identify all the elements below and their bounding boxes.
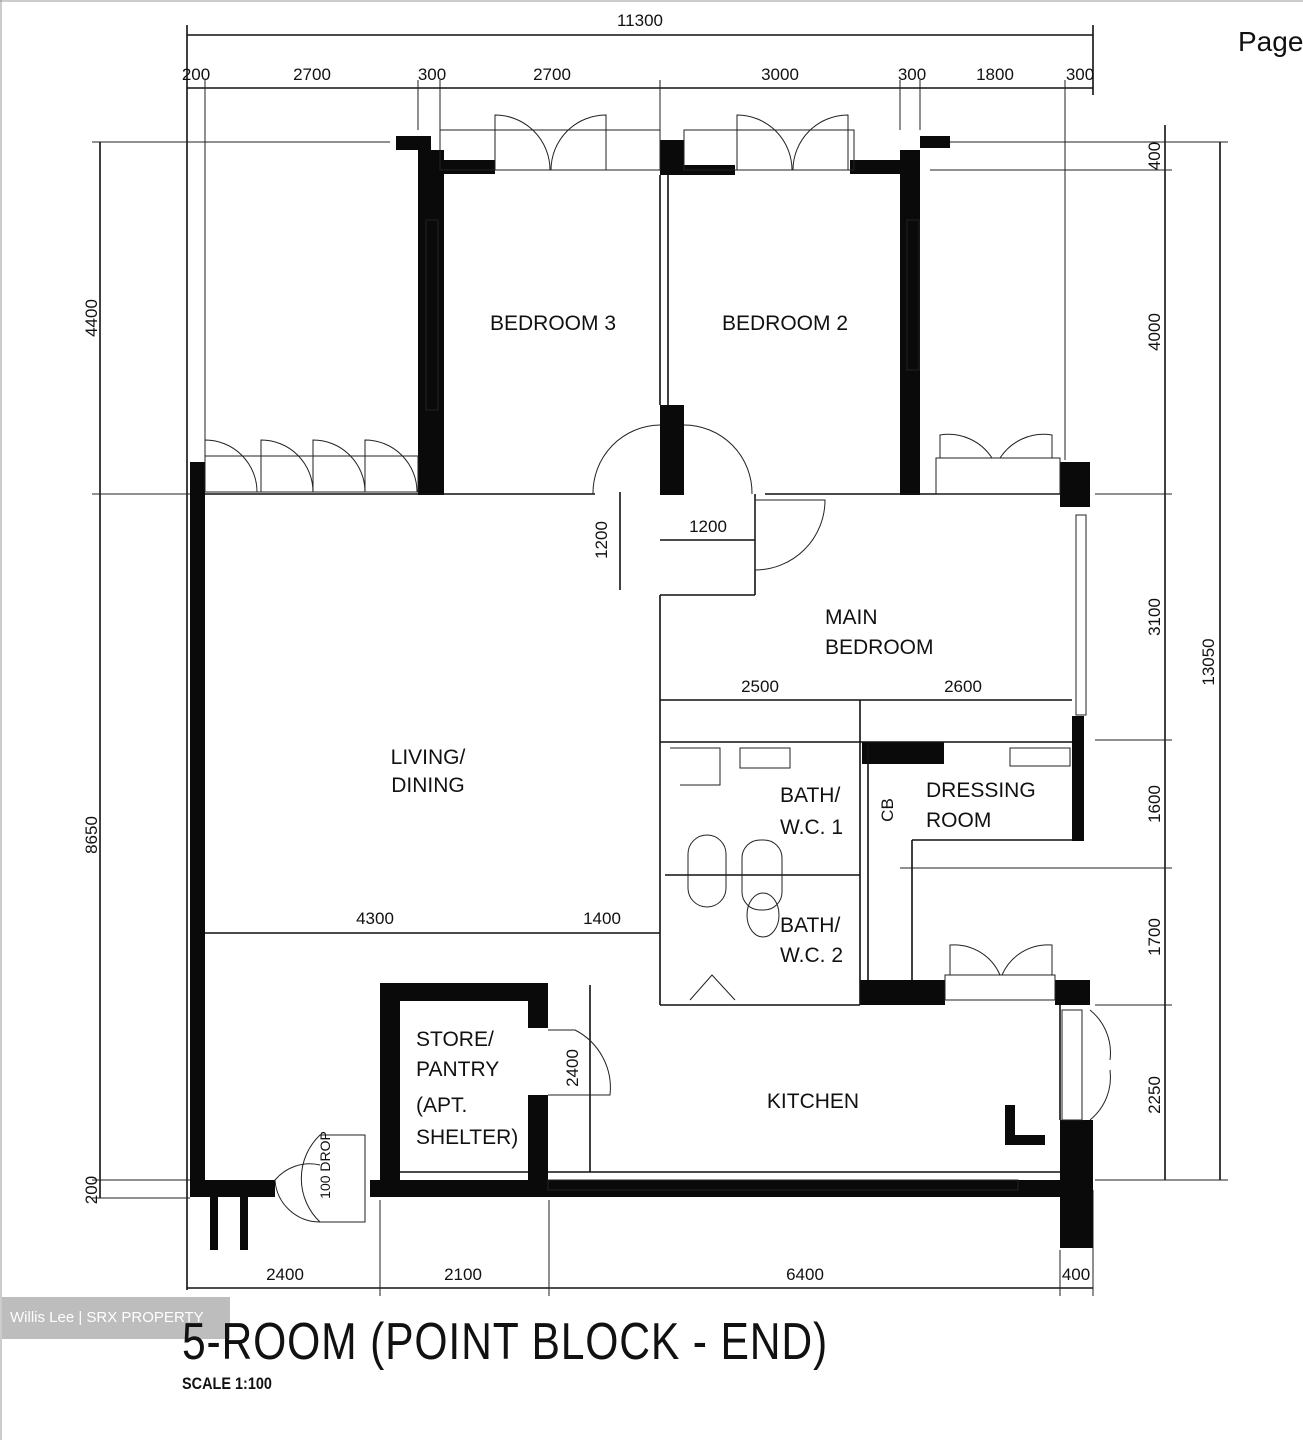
dim-right: 1600: [1145, 785, 1164, 823]
dim-top: 300: [898, 65, 926, 84]
dim-top: 300: [418, 65, 446, 84]
label-store: SHELTER): [416, 1126, 518, 1149]
dim-store-door: 2400: [563, 1049, 582, 1087]
label-dressing-room: ROOM: [926, 809, 991, 832]
dim-top: 3000: [761, 65, 799, 84]
dim-corridor-width: 1200: [689, 517, 727, 536]
dim-top-total: 11300: [617, 11, 663, 30]
room-labels: BEDROOM 3 BEDROOM 2 MAIN BEDROOM LIVING/…: [317, 312, 1036, 1199]
dim-right: 400: [1145, 142, 1164, 170]
dim-right: 3100: [1145, 598, 1164, 636]
windows: [204, 129, 1087, 1191]
label-drop: 100 DROP: [317, 1131, 333, 1199]
watermark: Willis Lee | SRX PROPERTY: [2, 1297, 230, 1339]
label-dining: DINING: [391, 774, 465, 797]
door-swings: [204, 114, 1111, 1223]
label-bath-2: W.C. 2: [780, 944, 843, 967]
dim-top: 200: [182, 65, 210, 84]
dim-living-left: 4300: [356, 909, 394, 928]
dim-main-bedroom-right: 2600: [944, 677, 982, 696]
dim-right: 1700: [1145, 918, 1164, 956]
dim-main-bedroom-left: 2500: [741, 677, 779, 696]
plan-scale: SCALE 1:100: [182, 1374, 272, 1393]
dimension-labels: 11300 200 2700 300 2700 3000 300 1800 30…: [82, 11, 1218, 1284]
label-cb: CB: [878, 798, 897, 822]
dim-corridor-height: 1200: [592, 521, 611, 559]
label-bath-2: BATH/: [780, 914, 840, 937]
dim-right: 2250: [1145, 1076, 1164, 1114]
label-kitchen: KITCHEN: [767, 1090, 859, 1113]
label-bath-1: W.C. 1: [780, 816, 843, 839]
label-bedroom-3: BEDROOM 3: [490, 312, 616, 335]
label-store: STORE/: [416, 1028, 494, 1051]
walls: [190, 136, 1093, 1250]
label-bath-1: BATH/: [780, 784, 840, 807]
label-living: LIVING/: [391, 746, 466, 769]
page-label: Page: [1238, 26, 1303, 57]
dim-top: 1800: [976, 65, 1014, 84]
label-store: PANTRY: [416, 1058, 499, 1081]
label-main-bedroom: BEDROOM: [825, 636, 934, 659]
dim-top: 2700: [293, 65, 331, 84]
dim-top: 2700: [533, 65, 571, 84]
dim-bottom: 2100: [444, 1265, 482, 1284]
label-bedroom-2: BEDROOM 2: [722, 312, 848, 335]
dim-bottom: 6400: [786, 1265, 824, 1284]
dim-left: 4400: [82, 299, 101, 337]
dim-bottom: 400: [1062, 1265, 1090, 1284]
dim-right: 4000: [1145, 313, 1164, 351]
plan-title: 5-ROOM (POINT BLOCK - END): [182, 1313, 828, 1371]
dim-top: 300: [1066, 65, 1094, 84]
label-store: (APT.: [416, 1094, 467, 1117]
dim-right-total: 13050: [1199, 638, 1218, 685]
dim-left: 200: [82, 1176, 101, 1204]
dimension-lines: [92, 25, 1228, 1296]
dim-living-right: 1400: [583, 909, 621, 928]
dim-bottom: 2400: [266, 1265, 304, 1284]
partitions: [205, 175, 1072, 1173]
label-dressing-room: DRESSING: [926, 779, 1036, 802]
label-main-bedroom: MAIN: [825, 606, 878, 629]
dim-left: 8650: [82, 816, 101, 854]
